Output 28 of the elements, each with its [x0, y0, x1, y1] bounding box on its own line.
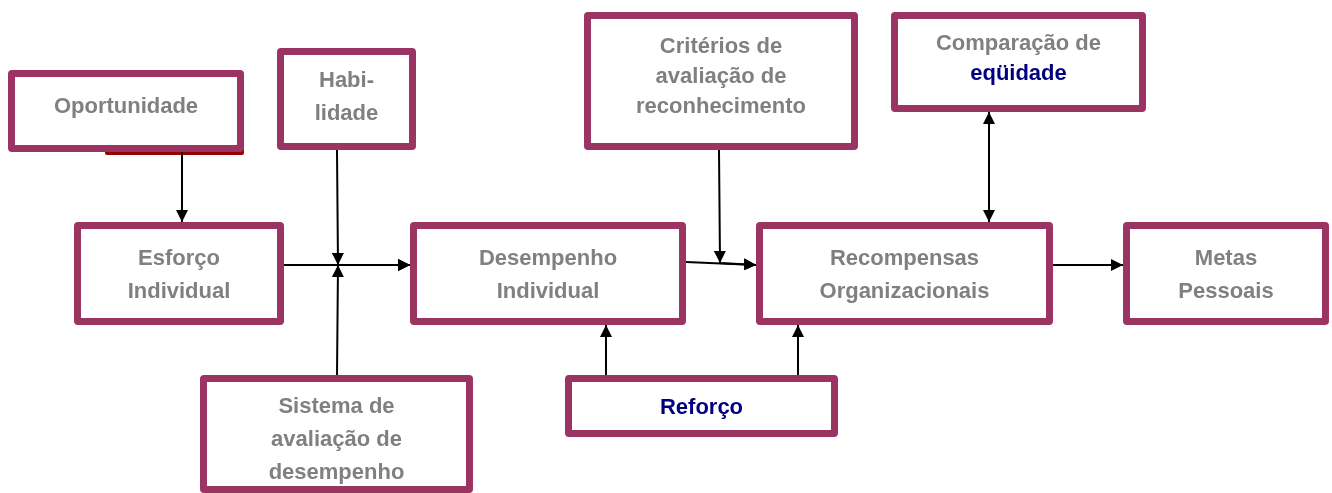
arrow [983, 111, 995, 223]
node-label: Comparação de [935, 29, 1102, 57]
node-label: Recompensas Organizacionais [818, 243, 991, 305]
process-box [8, 70, 244, 152]
process-box [584, 12, 858, 150]
node-label: Reforço [659, 392, 744, 421]
process-box [891, 12, 1146, 112]
node-label: Desempenho Individual [477, 243, 619, 305]
arrow [685, 258, 757, 271]
process-box [410, 222, 686, 325]
node-label: Sistema de avaliação de desempenho [267, 391, 406, 486]
process-box [565, 375, 838, 437]
process-box [1123, 222, 1329, 325]
node-label: Esforço Individual [126, 243, 232, 305]
process-box [74, 222, 284, 325]
arrow [792, 324, 804, 376]
arrow [1052, 259, 1124, 271]
arrow [176, 151, 188, 223]
node-label: Habi- lidade [313, 66, 380, 127]
process-box [200, 375, 473, 493]
node-label: Oportunidade [53, 91, 199, 120]
process-box [756, 222, 1053, 325]
arrow [283, 259, 411, 271]
arrow [600, 324, 612, 376]
process-box [277, 48, 416, 150]
node-label: Critérios de avaliação de reconhecimento [635, 32, 807, 120]
node-label: eqüidade [970, 59, 1067, 87]
node-label: Metas Pessoais [1177, 243, 1275, 305]
